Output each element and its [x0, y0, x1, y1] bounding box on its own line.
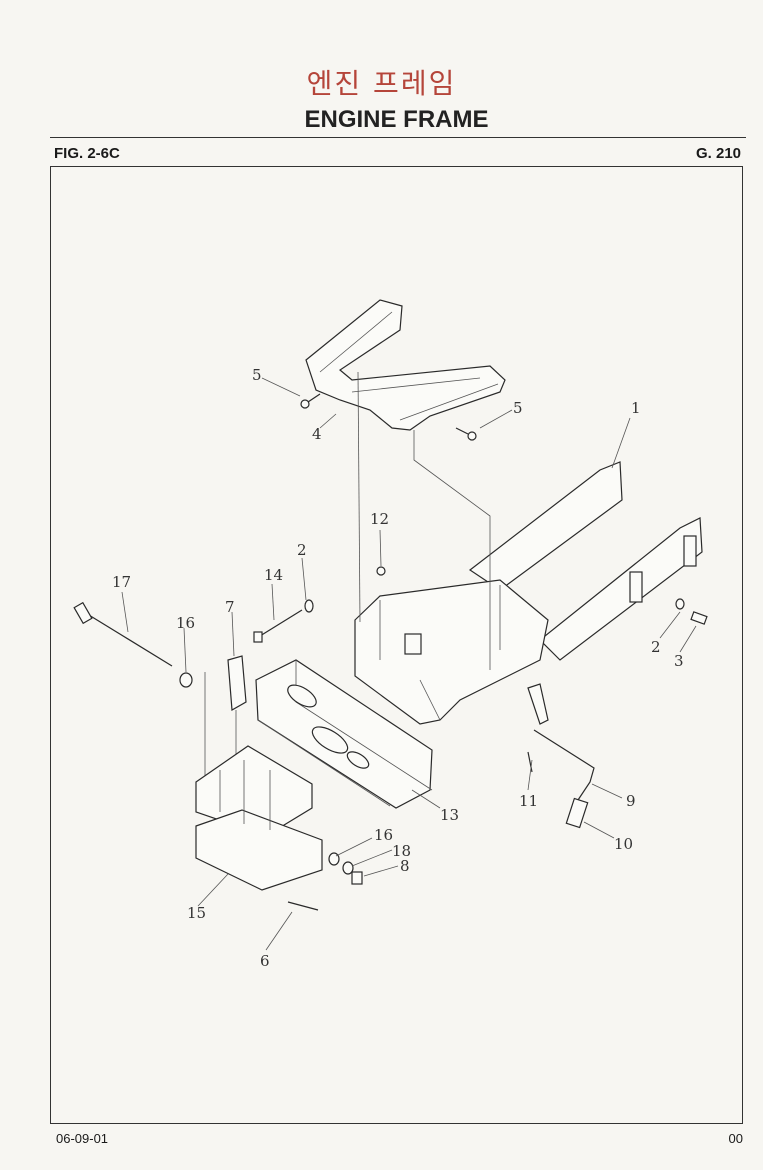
callout-16-right: 16 — [374, 826, 393, 844]
washer-2-left — [304, 599, 314, 613]
washer-bolt-right — [675, 598, 708, 625]
callout-2-left: 2 — [297, 541, 307, 559]
callout-5-right: 5 — [513, 399, 523, 417]
callout-15: 15 — [187, 904, 206, 922]
english-title: ENGINE FRAME — [304, 106, 489, 133]
main-frame — [354, 461, 703, 725]
callout-9: 9 — [626, 792, 636, 810]
lynch-pin-6 — [287, 901, 319, 911]
counterweights-15 — [195, 745, 323, 891]
callout-3: 3 — [674, 652, 684, 670]
callout-12: 12 — [370, 510, 389, 528]
callout-5-left: 5 — [252, 366, 262, 384]
callout-18: 18 — [392, 842, 411, 860]
weight-carrier-13 — [255, 659, 433, 809]
knob-10 — [565, 797, 589, 829]
callout-7: 7 — [225, 598, 235, 616]
callout-13: 13 — [440, 806, 459, 824]
header-rule — [50, 137, 746, 138]
callout-16-left: 16 — [176, 614, 195, 632]
stud-14 — [253, 609, 303, 643]
bolt-5-left — [300, 393, 321, 409]
grommet-12 — [376, 566, 386, 576]
washer-16-right — [328, 852, 340, 866]
figure-number: FIG. 2-6C — [54, 145, 120, 162]
group-number: G. 210 — [695, 145, 741, 162]
washer-16-left — [179, 672, 193, 688]
assembly-guides — [204, 371, 491, 780]
callout-8: 8 — [400, 857, 410, 875]
callout-6: 6 — [260, 952, 270, 970]
pin-7 — [227, 655, 247, 711]
nut-8 — [351, 871, 363, 885]
spring-11 — [527, 751, 533, 773]
lever-9 — [527, 683, 595, 801]
callout-2-right: 2 — [651, 638, 661, 656]
lock-washer-18 — [342, 861, 354, 875]
callout-17: 17 — [112, 573, 131, 591]
engine-mount-bracket — [305, 299, 506, 431]
long-bolt-17 — [73, 601, 173, 667]
footer-date: 06-09-01 — [56, 1131, 109, 1146]
callout-10: 10 — [614, 835, 633, 853]
footer-revision: 00 — [728, 1131, 743, 1146]
callout-11: 11 — [519, 792, 538, 810]
callout-1: 1 — [631, 399, 641, 417]
leader-lines — [121, 377, 697, 951]
callout-14: 14 — [264, 566, 283, 584]
bolt-5-right — [455, 427, 477, 441]
callout-4: 4 — [312, 425, 322, 443]
drawing-frame — [50, 166, 743, 1124]
callout-labels: 1 2 2 3 4 5 5 6 7 8 9 10 11 12 13 14 15 … — [112, 366, 684, 970]
korean-title: 엔진 프레임 — [306, 67, 457, 100]
